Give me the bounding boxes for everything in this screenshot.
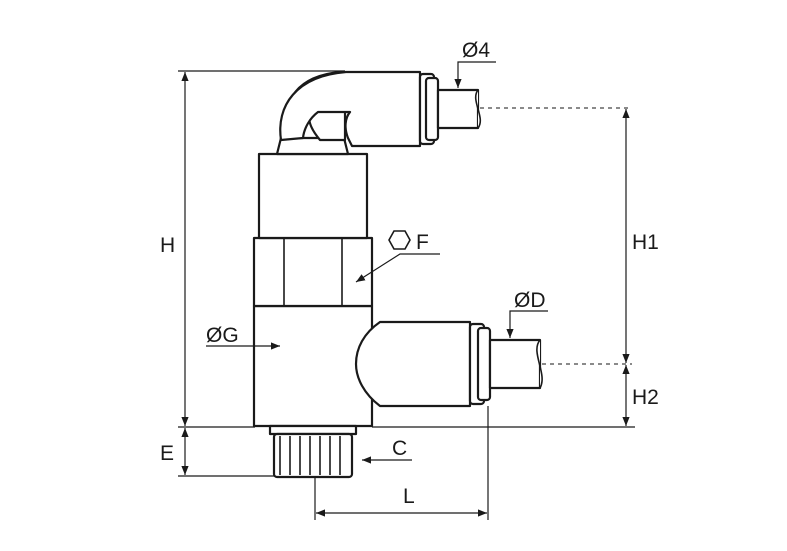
label-d: ØD — [514, 289, 546, 312]
body-cylinder — [252, 304, 374, 428]
dimension-lines — [181, 61, 630, 517]
top-elbow-connector — [279, 70, 482, 148]
dimension-labels: H E H1 H2 L C ØG ØD Ø4 F — [160, 39, 659, 508]
upper-body — [257, 152, 369, 240]
threaded-stem — [268, 424, 358, 436]
tube-4mm — [436, 88, 480, 130]
hexagon-icon — [388, 230, 411, 250]
label-f: F — [416, 231, 429, 254]
side-tube-connector — [354, 320, 543, 408]
label-g: ØG — [206, 324, 239, 347]
label-h: H — [160, 234, 175, 257]
label-l: L — [403, 485, 415, 508]
label-e: E — [160, 442, 174, 465]
label-c: C — [392, 437, 407, 460]
label-4: Ø4 — [462, 39, 490, 62]
label-h2: H2 — [632, 386, 659, 409]
fitting-body — [252, 136, 374, 479]
hex-nut — [252, 236, 374, 308]
label-h1: H1 — [632, 231, 659, 254]
tube-d — [488, 338, 542, 390]
